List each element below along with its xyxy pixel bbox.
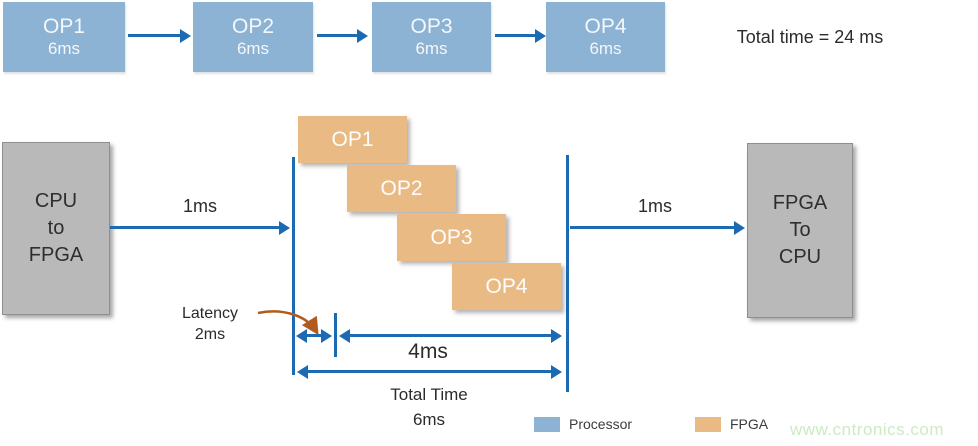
arrow-fpga-to-cpu	[570, 220, 745, 235]
legend-item-processor: Processor	[534, 416, 632, 432]
fpga-to-cpu-box: FPGA To CPU	[747, 143, 853, 318]
latency-pointer-arrow	[257, 310, 319, 336]
cpu-to-fpga-line3: FPGA	[28, 244, 84, 266]
total-time-24ms-label: Total time = 24 ms	[736, 27, 884, 47]
op-time: 6ms	[47, 39, 81, 58]
fpga-to-cpu-line3: CPU	[778, 246, 822, 268]
latency-label-line1: Latency	[181, 305, 239, 322]
arrow-op2-op3	[317, 28, 368, 43]
op-label: OP3	[430, 225, 473, 249]
total-time-label-line2: 6ms	[412, 410, 446, 429]
op-label: OP1	[331, 127, 374, 151]
legend-item-fpga: FPGA	[695, 416, 768, 432]
pipeline-end-line	[566, 155, 569, 392]
latency-tick-line	[334, 313, 337, 357]
fpga-op-box: OP3	[397, 214, 506, 261]
sequential-op-box: OP2 6ms	[193, 2, 313, 72]
latency-label: Latency 2ms	[160, 303, 260, 345]
op-label: OP4	[485, 274, 528, 298]
sequential-op-box: OP3 6ms	[372, 2, 491, 72]
processor-color-swatch	[534, 416, 560, 432]
pipeline-start-line	[292, 157, 295, 375]
total-time-label: Total Time 6ms	[370, 382, 488, 432]
fpga-op-box: OP1	[298, 116, 407, 163]
arrow-op3-op4	[495, 28, 546, 43]
op-label: OP1	[42, 15, 86, 38]
fpga-to-cpu-line2: To	[789, 219, 811, 241]
op-time: 6ms	[589, 39, 622, 58]
fpga-to-cpu-line1: FPGA	[772, 192, 828, 214]
watermark-text: www.cntronics.com	[790, 420, 944, 439]
op-label: OP2	[231, 15, 275, 38]
transfer-out-time-label: 1ms	[637, 196, 672, 216]
arrow-cpu-to-fpga	[110, 220, 290, 235]
sequential-op-box: OP1 6ms	[3, 2, 125, 72]
fpga-color-swatch	[695, 416, 721, 432]
compute-span-label: 4ms	[408, 340, 448, 363]
legend-label-processor: Processor	[569, 416, 633, 432]
latency-span-arrow	[296, 328, 332, 343]
latency-label-line2: 2ms	[194, 326, 226, 343]
op-label: OP4	[584, 15, 627, 38]
fpga-op-box: OP4	[452, 263, 561, 310]
op-time: 6ms	[415, 39, 448, 58]
op-label: OP3	[410, 15, 453, 38]
cpu-to-fpga-box: CPU to FPGA	[2, 142, 110, 315]
compute-span-arrow	[339, 328, 562, 343]
arrow-op1-op2	[128, 28, 191, 43]
cpu-to-fpga-line2: to	[47, 217, 65, 239]
sequential-op-box: OP4 6ms	[546, 2, 665, 72]
transfer-in-time-label: 1ms	[182, 196, 217, 216]
fpga-op-box: OP2	[347, 165, 456, 212]
total-time-label-line1: Total Time	[390, 385, 468, 404]
op-time: 6ms	[236, 39, 270, 58]
cpu-to-fpga-line1: CPU	[34, 190, 78, 212]
legend-label-fpga: FPGA	[730, 416, 769, 432]
op-label: OP2	[380, 176, 423, 200]
total-time-span-arrow	[297, 364, 562, 379]
